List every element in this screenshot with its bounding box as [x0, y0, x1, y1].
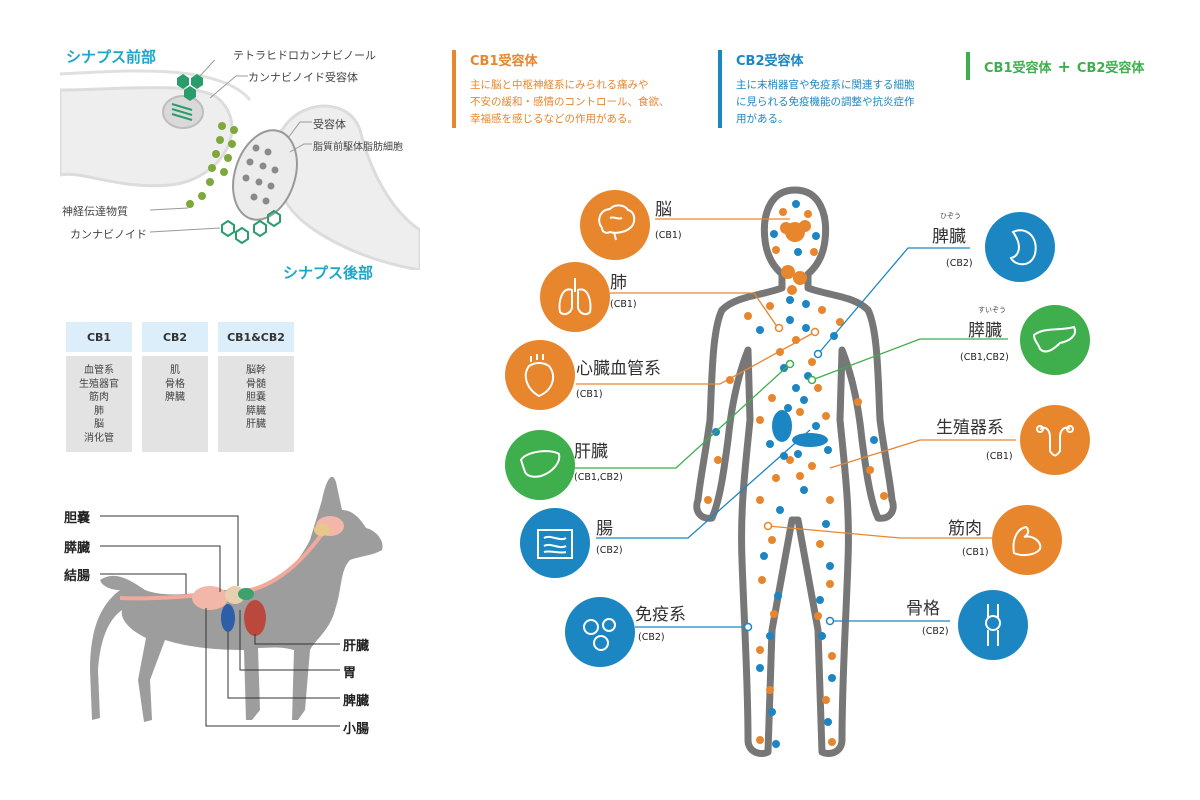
neurotransmitter-label: 神経伝達物質 — [62, 205, 128, 218]
legend-both: CB1受容体 + CB2受容体 — [966, 52, 1144, 80]
organ-receptor-brain: (CB1) — [655, 230, 682, 241]
table-item: 肝臓 — [246, 419, 266, 430]
table-item: 筋肉 — [89, 392, 109, 403]
organ-name-lung: 肺 — [610, 273, 627, 293]
organ-name-bone: 骨格 — [906, 599, 940, 619]
muscle-icon — [992, 505, 1062, 575]
legend-cb2-title: CB2受容体 — [736, 54, 804, 69]
organ-name-pancreas: 膵臓 — [968, 321, 1002, 341]
table-header: CB1 — [66, 322, 132, 352]
liver-icon — [505, 430, 575, 500]
table-item: 肺 — [94, 405, 104, 417]
legend-cb1-title: CB1受容体 — [470, 54, 538, 69]
organ-name-muscle: 筋肉 — [948, 519, 982, 539]
table-column-cb1-cb2: CB1&CB2 脳幹 骨髄 胆嚢 膵臓 肝臓 — [218, 322, 294, 452]
legend-cb2-desc: 主に末梢器官や免疫系に関連する細胞 に見られる免疫機能の調整や抗炎症作 用がある… — [736, 77, 915, 128]
legend-cb2: CB2受容体 主に末梢器官や免疫系に関連する細胞 に見られる免疫機能の調整や抗炎… — [718, 50, 915, 128]
table-column-cb1: CB1 血管系 生殖器官 筋肉 肺 脳 消化管 — [66, 322, 132, 452]
organ-receptor-pancreas: (CB1,CB2) — [960, 352, 1009, 363]
brain-icon — [580, 190, 650, 260]
table-header: CB2 — [142, 322, 208, 352]
pancreas-icon — [1020, 305, 1090, 375]
dog-label-stomach: 胃 — [343, 666, 357, 681]
legend-both-title-a: CB1受容体 — [984, 60, 1052, 76]
organ-name-repro: 生殖器系 — [936, 418, 1004, 438]
organ-name-heart: 心臓血管系 — [576, 359, 661, 379]
table-item: 脳幹 — [246, 365, 266, 376]
table-item: 膵臓 — [246, 405, 266, 417]
table-item: 血管系 — [84, 365, 114, 376]
organ-receptor-liver: (CB1,CB2) — [574, 472, 623, 483]
receptor-label: 受容体 — [313, 118, 346, 131]
dog-anatomy-illustration — [90, 476, 383, 727]
legend-plus: + — [1057, 56, 1071, 76]
dog-label-small-intestine: 小腸 — [343, 722, 370, 737]
table-item: 肌 — [170, 365, 180, 376]
table-header: CB1&CB2 — [218, 322, 294, 352]
table-item: 消化管 — [84, 432, 114, 444]
table-cell: 脳幹 骨髄 胆嚢 膵臓 肝臓 — [218, 356, 294, 452]
legend-cb1-desc-line: 幸福感を感じるなどの作用がある。 — [470, 113, 638, 125]
table-cell: 血管系 生殖器官 筋肉 肺 脳 消化管 — [66, 356, 132, 452]
legend-cb2-desc-line: に見られる免疫機能の調整や抗炎症作 — [736, 96, 915, 108]
legend-cb1: CB1受容体 主に脳と中枢神経系にみられる痛みや 不安の緩和・感情のコントロール… — [452, 50, 670, 128]
presynaptic-title: シナプス前部 — [66, 48, 157, 66]
table-item: 骨格 — [165, 378, 185, 390]
organ-receptor-heart: (CB1) — [576, 389, 603, 400]
synapse-illustration — [60, 60, 420, 270]
organ-ruby-spleen: ひぞう — [940, 212, 961, 220]
legend-cb1-desc-line: 主に脳と中枢神経系にみられる痛みや — [470, 79, 649, 91]
organ-receptor-muscle: (CB1) — [962, 547, 989, 558]
heart-icon — [505, 340, 575, 410]
thc-label: テトラヒドロカンナビノール — [233, 49, 376, 62]
table-item: 生殖器官 — [79, 378, 119, 390]
organ-name-liver: 肝臓 — [574, 442, 608, 462]
bone-joint-icon — [958, 590, 1028, 660]
spleen-icon — [985, 212, 1055, 282]
lungs-icon — [540, 262, 610, 332]
immune-cells-icon — [565, 597, 635, 667]
organ-receptor-spleen: (CB2) — [946, 258, 973, 269]
organ-name-brain: 脳 — [655, 200, 672, 220]
legend-cb1-desc: 主に脳と中枢神経系にみられる痛みや 不安の緩和・感情のコントロール、食欲、 幸福… — [470, 77, 670, 128]
organ-receptor-immune: (CB2) — [638, 632, 665, 643]
organ-name-spleen: 脾臓 — [932, 227, 966, 247]
dog-label-pancreas: 膵臓 — [64, 541, 91, 556]
legend-cb2-desc-line: 用がある。 — [736, 113, 789, 125]
organ-name-intestine: 腸 — [596, 519, 613, 539]
reproductive-icon — [1020, 405, 1090, 475]
organ-ruby-pancreas: すいぞう — [978, 306, 1006, 314]
dog-label-colon: 結腸 — [64, 569, 91, 584]
adipocyte-label: 脂質前駆体脂肪細胞 — [313, 142, 403, 153]
intestine-icon — [520, 508, 590, 578]
cb-receptor-label: カンナビノイド受容体 — [248, 71, 358, 84]
dog-label-liver: 肝臓 — [343, 639, 370, 654]
organ-receptor-intestine: (CB2) — [596, 545, 623, 556]
cannabinoid-label: カンナビノイド — [70, 228, 147, 241]
dog-label-gallbladder: 胆嚢 — [64, 511, 91, 526]
table-item: 胆嚢 — [246, 392, 266, 403]
table-column-cb2: CB2 肌 骨格 脾臓 — [142, 322, 208, 452]
postsynaptic-title: シナプス後部 — [283, 264, 374, 282]
organ-receptor-lung: (CB1) — [610, 299, 637, 310]
table-item: 脾臓 — [165, 392, 185, 403]
legend-both-title-b: CB2受容体 — [1076, 60, 1145, 76]
table-item: 骨髄 — [246, 378, 266, 390]
table-cell: 肌 骨格 脾臓 — [142, 356, 208, 452]
organ-receptor-bone: (CB2) — [922, 626, 949, 637]
dog-label-spleen: 脾臓 — [343, 694, 370, 709]
table-item: 脳 — [94, 419, 104, 430]
legend-cb2-desc-line: 主に末梢器官や免疫系に関連する細胞 — [736, 79, 915, 91]
organ-name-immune: 免疫系 — [635, 605, 686, 625]
organ-receptor-repro: (CB1) — [986, 451, 1013, 462]
legend-cb1-desc-line: 不安の緩和・感情のコントロール、食欲、 — [470, 96, 670, 108]
